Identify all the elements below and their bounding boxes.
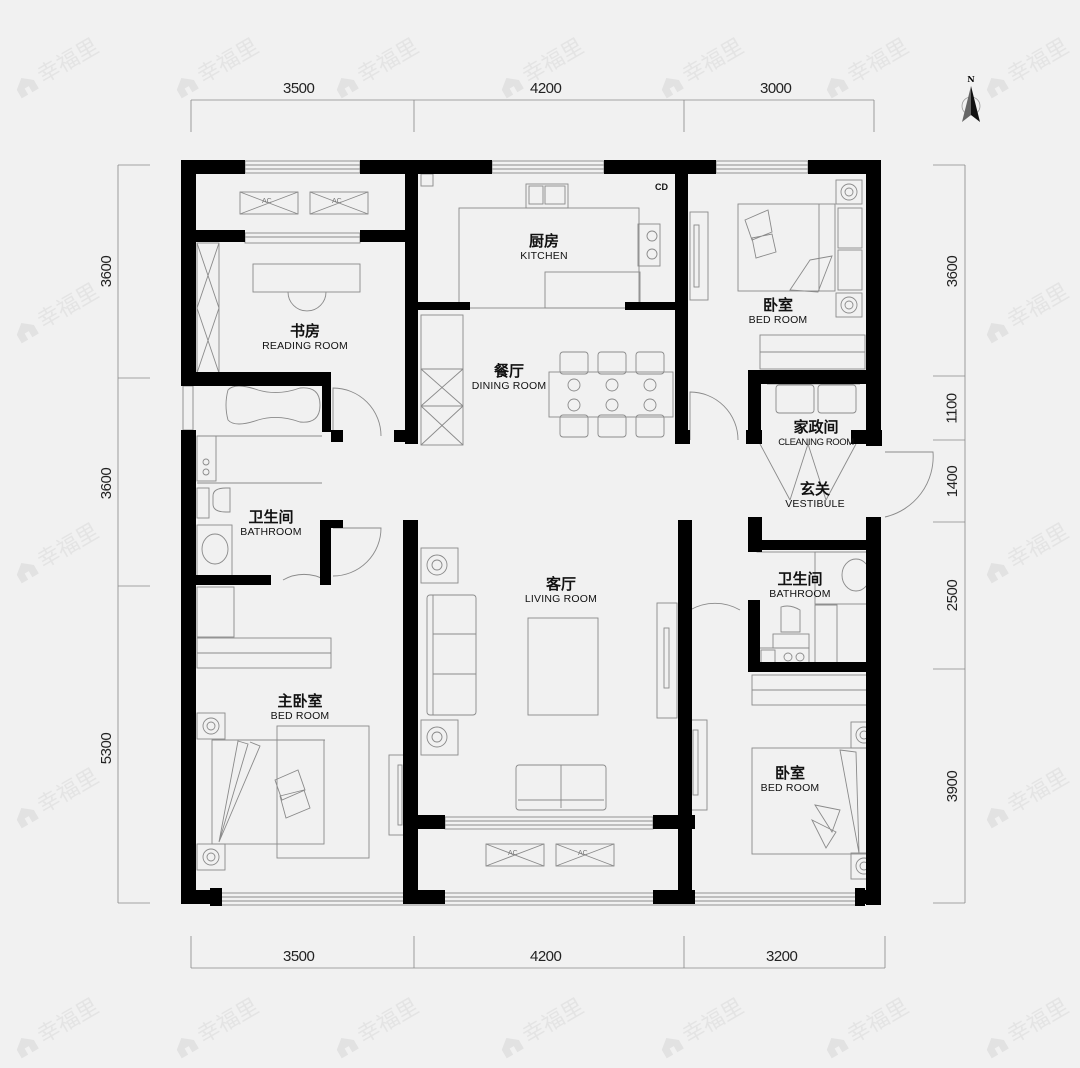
room-kitchen: 厨房 KITCHEN xyxy=(520,232,568,262)
dimension-label: 3900 xyxy=(944,770,962,803)
room-bathroom-west: 卫生间 BATHROOM xyxy=(240,508,302,538)
dimension-label: 4200 xyxy=(530,80,562,97)
room-cleaning: 家政间 CLEANING ROOM xyxy=(778,418,854,448)
room-bathroom-east: 卫生间 BATHROOM xyxy=(769,570,831,600)
room-reading: 书房 READING ROOM xyxy=(262,322,348,352)
ac-label: AC xyxy=(332,198,342,205)
dimension-lines xyxy=(117,99,966,969)
dimension-label: 3500 xyxy=(283,80,315,97)
dimension-label: 1100 xyxy=(943,393,961,424)
ac-label: AC xyxy=(578,850,588,857)
dimension-label: 3600 xyxy=(944,255,962,288)
dimension-label: 3200 xyxy=(766,948,798,965)
cd-label: CD xyxy=(655,182,668,192)
dimension-label: 4200 xyxy=(530,948,562,965)
north-arrow-icon xyxy=(961,86,981,122)
dimension-label: 3600 xyxy=(98,255,116,288)
room-master-bedroom: 主卧室 BED ROOM xyxy=(270,692,330,722)
room-vestibule: 玄关 VESTIBULE xyxy=(785,480,845,510)
walls xyxy=(181,160,882,906)
door-swings xyxy=(282,387,934,660)
dimension-label: 3000 xyxy=(760,80,792,97)
ac-label: AC xyxy=(262,198,272,205)
room-bedroom-ne: 卧室 BED ROOM xyxy=(748,296,808,326)
room-dining: 餐厅 DINING ROOM xyxy=(471,362,547,392)
dimension-label: 1400 xyxy=(944,465,962,498)
dimension-label: 3500 xyxy=(283,948,315,965)
room-living: 客厅 LIVING ROOM xyxy=(524,575,598,605)
north-compass: N xyxy=(958,74,984,129)
room-bedroom-se: 卧室 BED ROOM xyxy=(760,764,820,794)
north-label: N xyxy=(967,74,975,84)
dimension-label: 3600 xyxy=(98,467,116,500)
dimension-label: 2500 xyxy=(944,579,962,612)
ac-label: AC xyxy=(508,850,518,857)
dimension-label: 5300 xyxy=(98,732,116,765)
